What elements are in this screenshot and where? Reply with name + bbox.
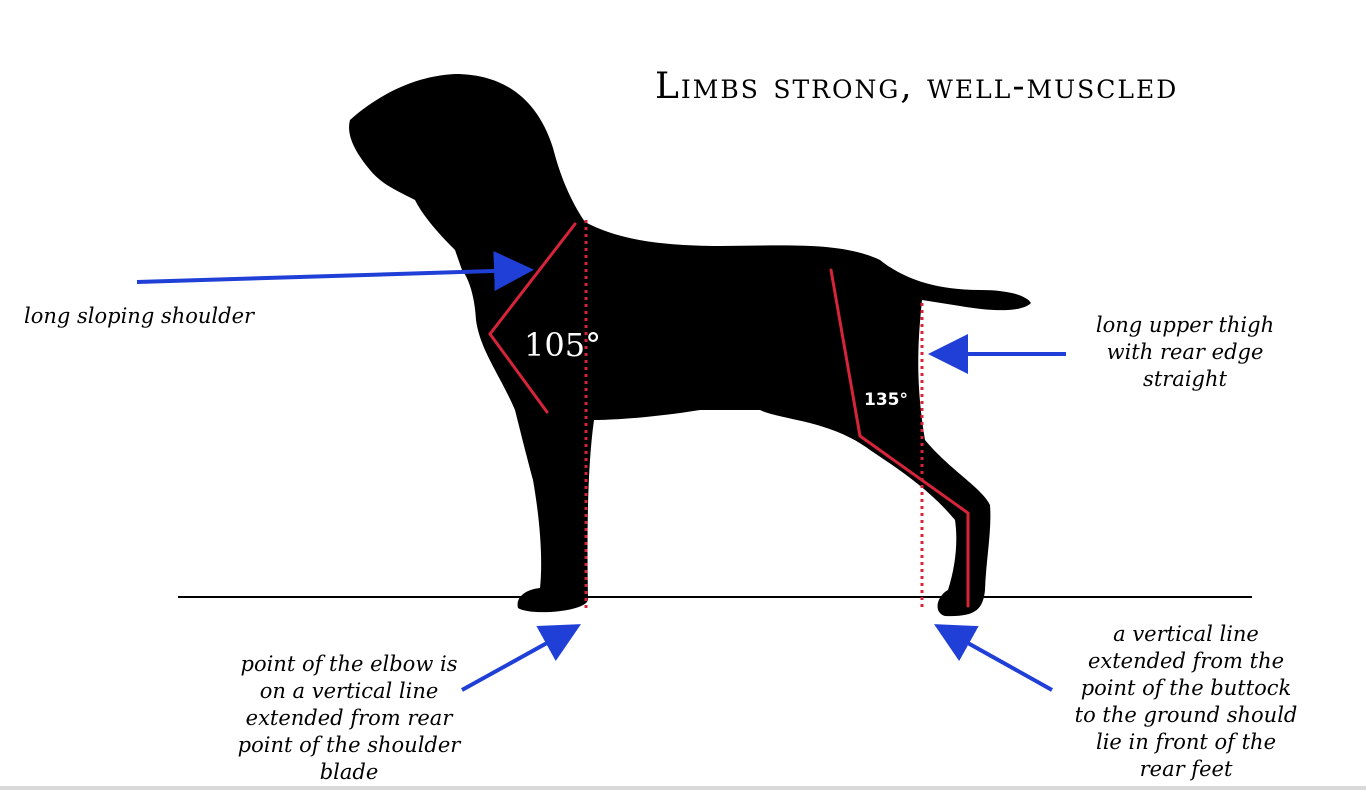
dog-silhouette bbox=[349, 74, 1032, 617]
buttock-arrow bbox=[934, 624, 1053, 692]
buttock-label: a vertical line extended from the point … bbox=[1074, 622, 1298, 781]
shoulder-arrow bbox=[136, 250, 534, 291]
hindquarter-angle-lines bbox=[829, 268, 970, 608]
elbow-arrow bbox=[461, 624, 581, 692]
bottom-border bbox=[0, 786, 1366, 790]
elbow-label: point of the elbow is on a vertical line… bbox=[237, 652, 461, 784]
thigh-label: long upper thigh with rear edge straight bbox=[1095, 313, 1275, 391]
hindquarter-angle-label: 135° bbox=[864, 390, 908, 410]
shoulder-label: long sloping shoulder bbox=[24, 304, 255, 328]
diagram-title: Limbs strong, well-muscled bbox=[655, 66, 1179, 107]
shoulder-angle-lines bbox=[488, 222, 577, 414]
shoulder-angle-label: 105° bbox=[524, 326, 601, 364]
